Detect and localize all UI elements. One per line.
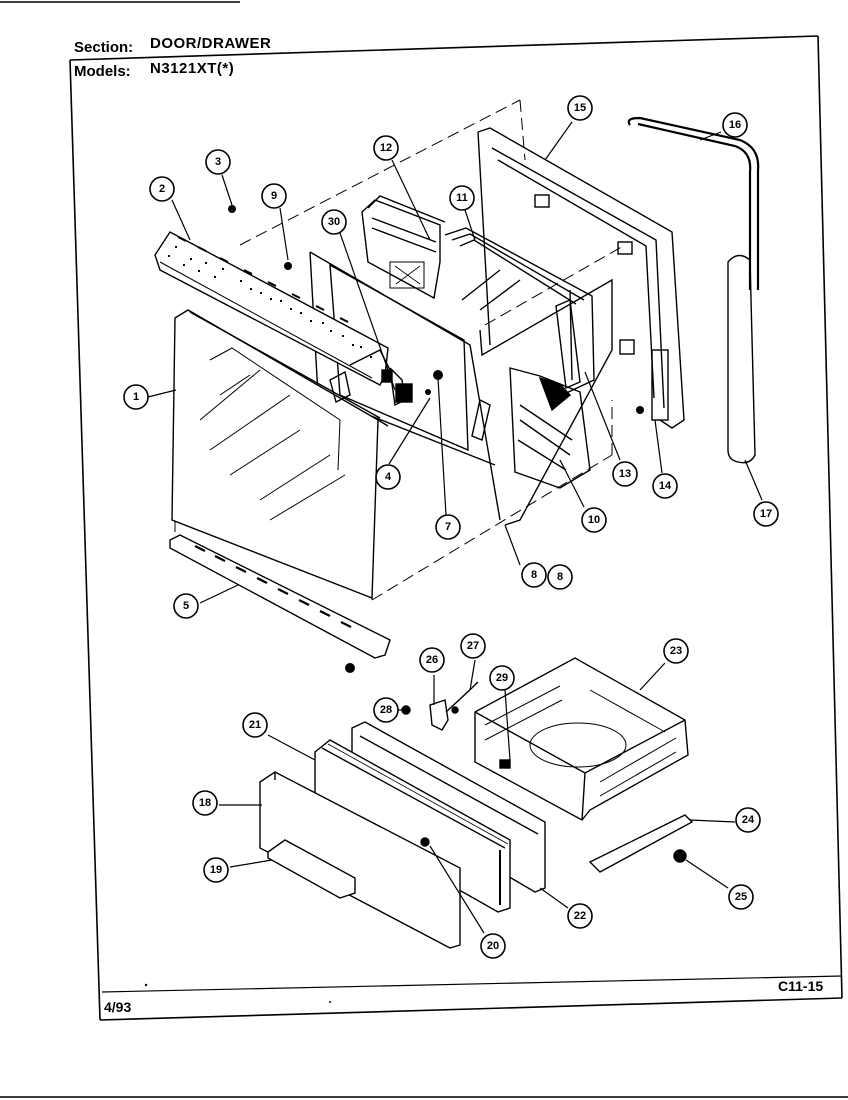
svg-text:7: 7 — [445, 521, 451, 533]
callout-23: 23 — [663, 638, 689, 664]
svg-text:3: 3 — [215, 156, 221, 168]
svg-text:20: 20 — [487, 940, 499, 952]
svg-text:30: 30 — [328, 216, 340, 228]
trim-slots-2 — [177, 236, 349, 323]
callout-8a: 8 — [521, 562, 547, 588]
svg-text:5: 5 — [183, 600, 189, 612]
svg-text:16: 16 — [729, 119, 741, 131]
drawer-handle-19 — [267, 839, 356, 899]
svg-text:22: 22 — [574, 910, 586, 922]
door-bottom-trim-5 — [169, 534, 391, 659]
svg-text:15: 15 — [574, 102, 586, 114]
svg-text:24: 24 — [742, 814, 755, 826]
callout-28: 28 — [373, 697, 399, 723]
callout-27: 27 — [460, 633, 486, 659]
leader-lines — [147, 121, 763, 934]
callout-25: 25 — [728, 884, 754, 910]
drawer-slide-24 — [588, 814, 694, 873]
drawer-assembly — [259, 657, 694, 949]
svg-text:26: 26 — [426, 654, 438, 666]
trim-speckle-2 — [168, 246, 372, 358]
svg-text:21: 21 — [249, 719, 261, 731]
svg-text:10: 10 — [588, 514, 600, 526]
svg-text:29: 29 — [496, 672, 508, 684]
callout-13: 13 — [612, 461, 638, 487]
insulation-block-10 — [509, 367, 591, 489]
models-value: N3121XT(*) — [150, 60, 234, 77]
callout-30: 30 — [321, 209, 347, 235]
svg-text:19: 19 — [210, 864, 222, 876]
callout-1: 1 — [123, 384, 149, 410]
svg-text:17: 17 — [760, 508, 772, 520]
callout-4: 4 — [375, 464, 401, 490]
svg-text:4: 4 — [385, 471, 392, 483]
svg-text:25: 25 — [735, 891, 747, 903]
callout-8b: 8 — [547, 564, 573, 590]
outer-door-1 — [171, 309, 389, 600]
callout-14: 14 — [652, 473, 678, 499]
drawer-bracket-26-27 — [401, 681, 479, 731]
svg-text:27: 27 — [467, 640, 479, 652]
callout-26: 26 — [419, 647, 445, 673]
svg-text:11: 11 — [456, 192, 468, 204]
glass-pack-11 — [444, 227, 595, 397]
callout-12: 12 — [373, 135, 399, 161]
door-screws — [228, 205, 644, 673]
callout-10: 10 — [581, 507, 607, 533]
drawer-body-23 — [474, 657, 689, 821]
callout-15: 15 — [567, 95, 593, 121]
svg-text:9: 9 — [271, 190, 277, 202]
section-value: DOOR/DRAWER — [150, 35, 271, 52]
callout-20: 20 — [480, 933, 506, 959]
inner-door-frame-15 — [477, 127, 685, 429]
callout-5: 5 — [173, 593, 199, 619]
scan-specks — [144, 983, 331, 1003]
callout-21: 21 — [242, 712, 268, 738]
svg-text:13: 13 — [619, 468, 631, 480]
callout-22: 22 — [567, 903, 593, 929]
callout-19: 19 — [203, 857, 229, 883]
callout-3: 3 — [205, 149, 231, 175]
svg-text:2: 2 — [159, 183, 165, 195]
callout-7: 7 — [435, 514, 461, 540]
footer-page-code: C11-15 — [778, 978, 823, 994]
callout-17: 17 — [753, 501, 779, 527]
door-hinge-30 — [329, 349, 413, 407]
models-label: Models: — [74, 63, 131, 80]
svg-text:14: 14 — [659, 480, 672, 492]
svg-text:8: 8 — [531, 569, 537, 581]
callout-11: 11 — [449, 185, 475, 211]
svg-text:18: 18 — [199, 797, 211, 809]
callout-29: 29 — [489, 665, 515, 691]
door-gasket-16 — [627, 116, 760, 290]
svg-text:23: 23 — [670, 645, 682, 657]
diagram-frame — [69, 35, 843, 1021]
footer-date: 4/93 — [104, 999, 131, 1015]
insulation-pack-12 — [361, 195, 446, 300]
callout-9: 9 — [261, 183, 287, 209]
callout-18: 18 — [192, 790, 218, 816]
callout-24: 24 — [735, 807, 761, 833]
drawer-front-18 — [259, 771, 461, 949]
callout-16: 16 — [722, 112, 748, 138]
callout-2: 2 — [149, 176, 175, 202]
drawer-nut-25 — [673, 849, 687, 863]
svg-text:1: 1 — [133, 391, 139, 403]
svg-text:8: 8 — [557, 571, 563, 583]
svg-text:12: 12 — [380, 142, 392, 154]
section-label: Section: — [74, 39, 133, 56]
oven-door-assembly — [154, 99, 760, 673]
door-side-panel-17 — [727, 254, 756, 464]
svg-text:28: 28 — [380, 704, 392, 716]
